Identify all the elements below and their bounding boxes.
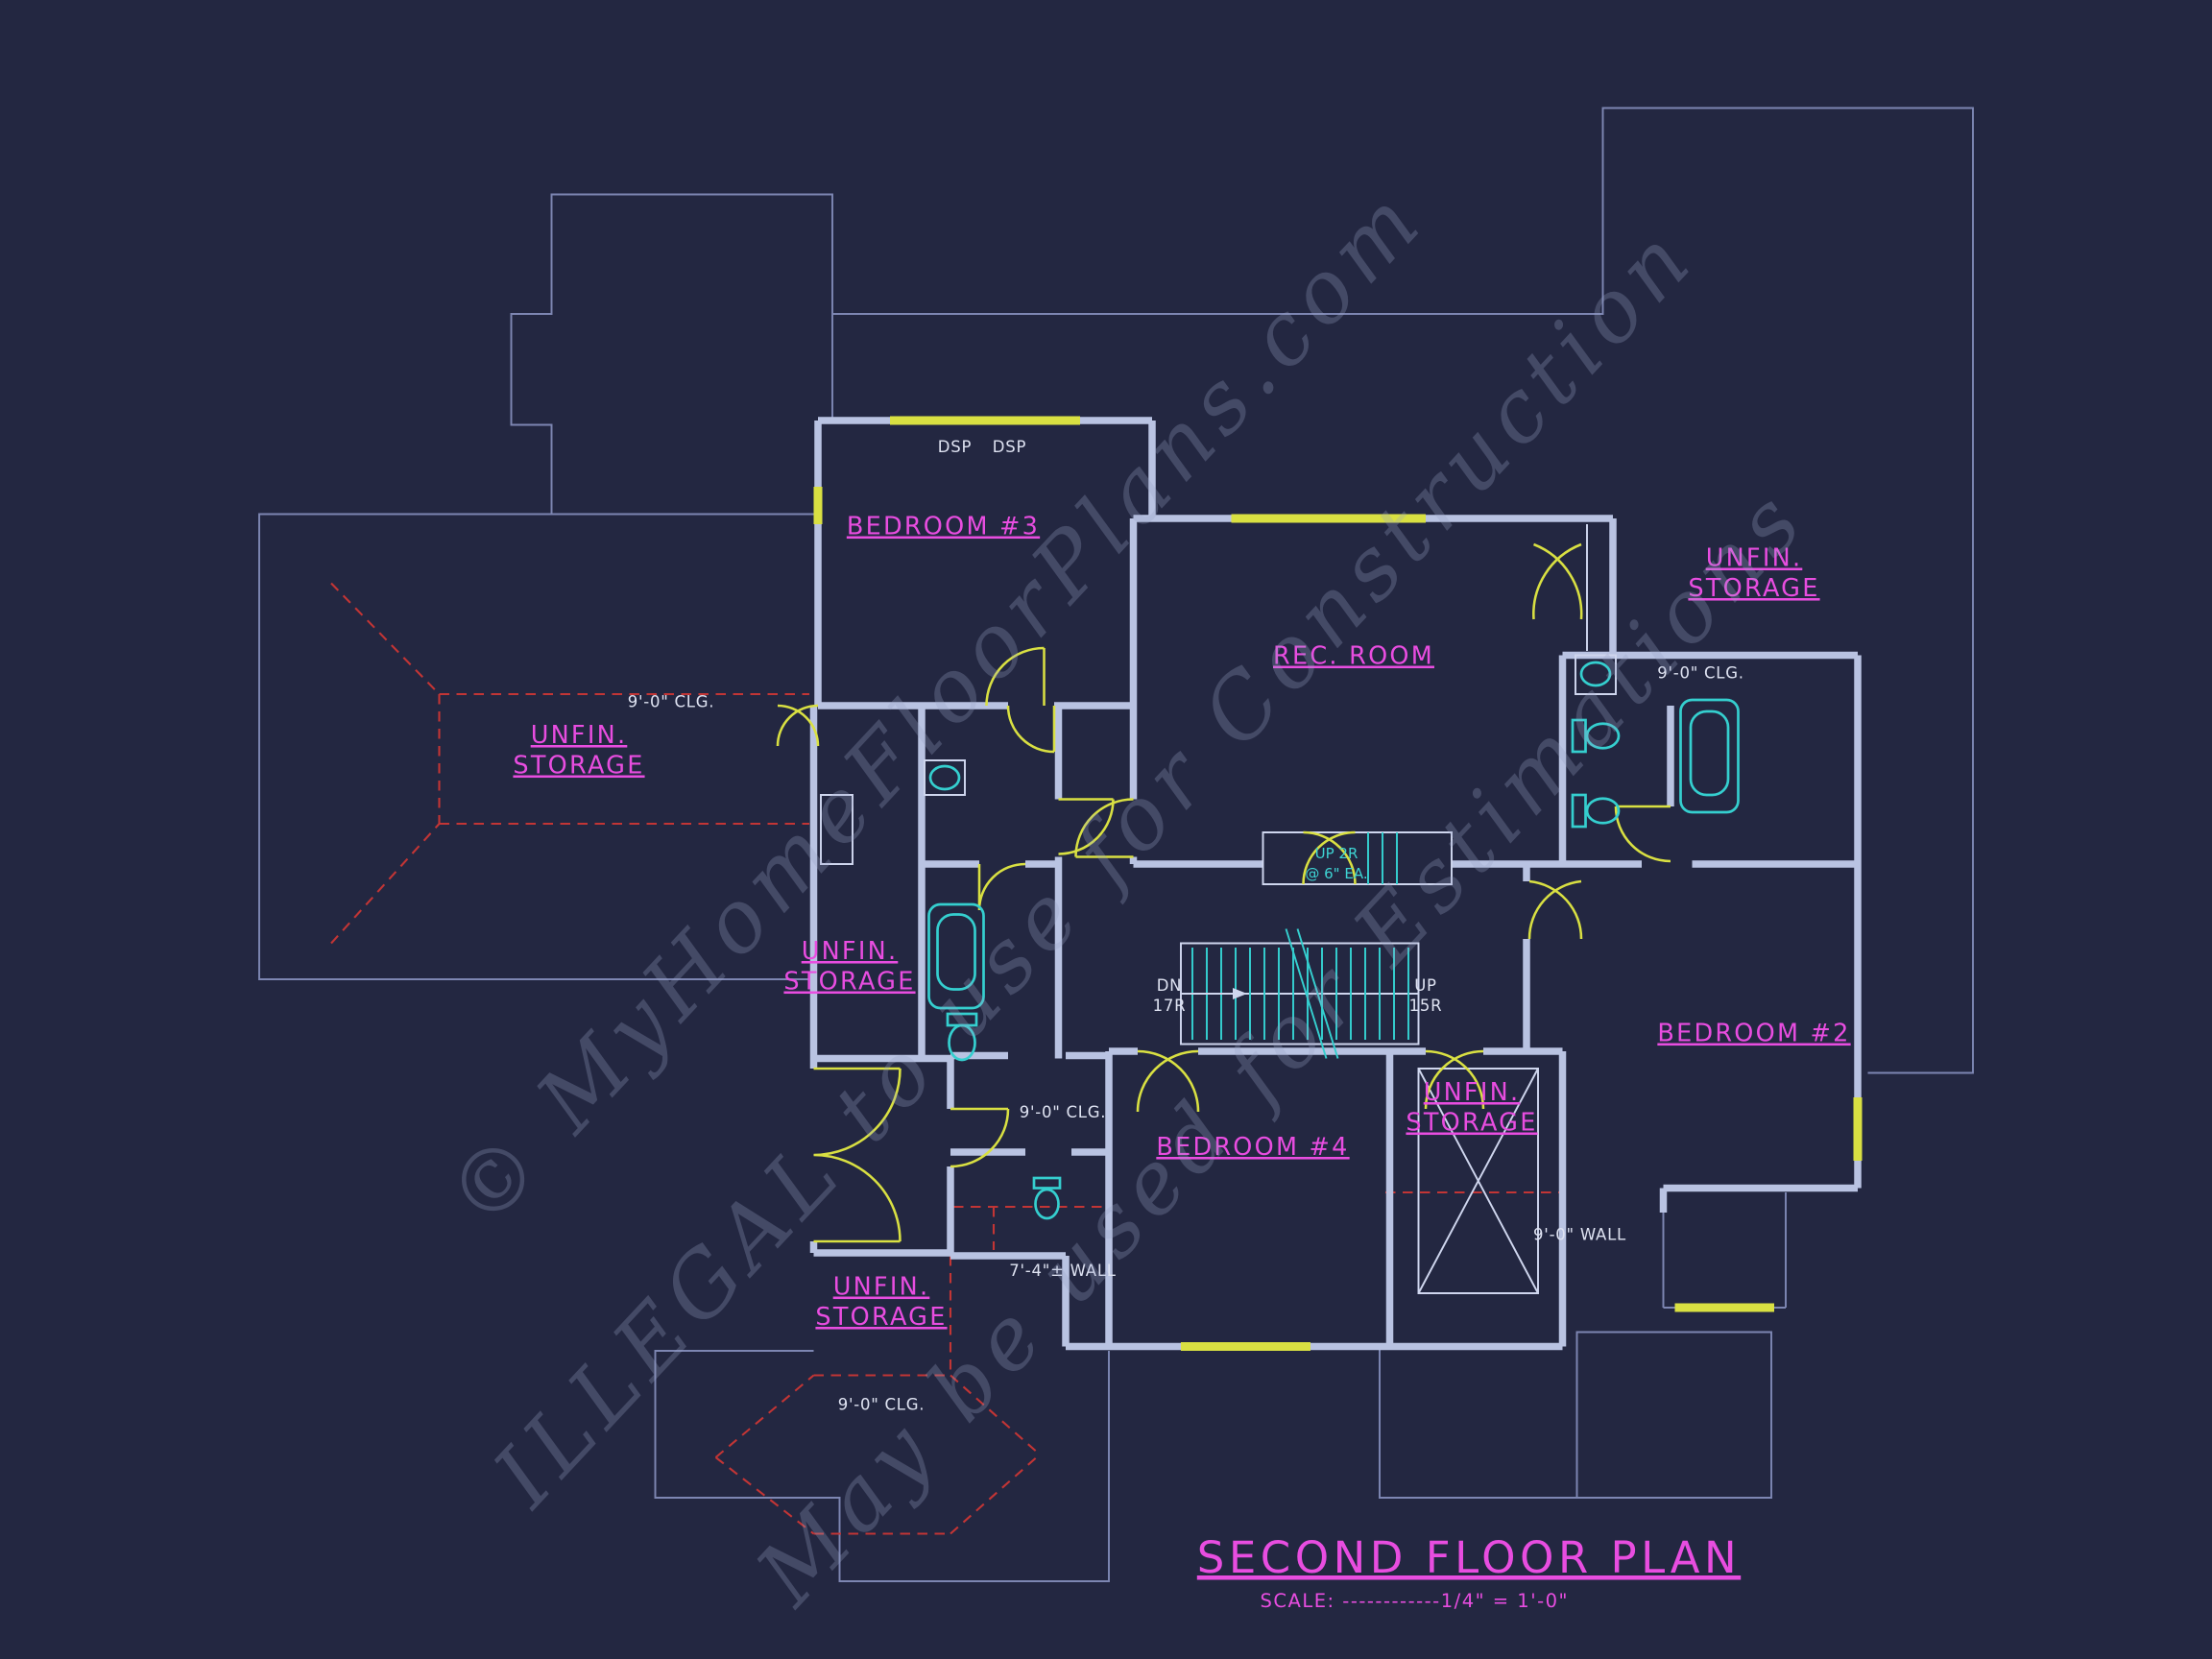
door-corridor bbox=[1058, 798, 1115, 855]
door-entry-double bbox=[813, 1067, 902, 1243]
annot-wall-9: 9'-0" WALL bbox=[1533, 1226, 1626, 1244]
door-rec-left bbox=[1074, 798, 1134, 858]
annot-stairs-17r: 17R bbox=[1153, 997, 1187, 1015]
annotations: DSP DSP 9'-0" CLG. 9'-0" CLG. 9'-0" CLG.… bbox=[628, 438, 1744, 1414]
outline-bottom-left bbox=[654, 1350, 1110, 1582]
label-storage-tr-1: UNFIN. bbox=[1706, 544, 1803, 573]
fixtures bbox=[927, 661, 1740, 1220]
toilet-bowl bbox=[1585, 722, 1621, 750]
door-bedroom2-x bbox=[1527, 879, 1583, 940]
label-rec-room: REC. ROOM bbox=[1273, 642, 1434, 671]
label-storage-x-2: STORAGE bbox=[1406, 1109, 1537, 1138]
closet-partition bbox=[820, 524, 1617, 865]
toilet-bowl bbox=[1034, 1188, 1060, 1220]
hip-lines-left-storage bbox=[330, 582, 809, 945]
windows bbox=[813, 416, 1863, 1351]
title-block: SECOND FLOOR PLAN SCALE: ------------1/4… bbox=[1197, 1532, 1741, 1612]
door-bedroom4-x bbox=[1136, 1049, 1200, 1113]
label-bedroom4: BEDROOM #4 bbox=[1156, 1133, 1349, 1162]
bathtub-basin bbox=[1689, 709, 1730, 797]
label-storage-bl-1: UNFIN. bbox=[833, 1273, 930, 1302]
plan-scale: SCALE: ------------1/4" = 1'-0" bbox=[1261, 1590, 1570, 1612]
toilet-wc bbox=[1032, 1176, 1062, 1220]
label-storage-x-1: UNFIN. bbox=[1424, 1078, 1521, 1107]
label-storage-tr-2: STORAGE bbox=[1688, 574, 1819, 603]
storage-x-box bbox=[1417, 1068, 1539, 1294]
outline-bed2-porch bbox=[1662, 1192, 1787, 1309]
annot-dsp-1: DSP bbox=[938, 438, 972, 456]
door-entry-right bbox=[950, 1107, 1010, 1168]
bathtub-outline bbox=[1679, 698, 1740, 814]
toilet-bowl bbox=[1585, 797, 1621, 825]
label-bedroom3: BEDROOM #3 bbox=[847, 513, 1040, 541]
annot-wall-74: 7'-4"± WALL bbox=[1009, 1262, 1117, 1280]
annot-stairs-dn: DN bbox=[1157, 976, 1183, 995]
plan-title: SECOND FLOOR PLAN bbox=[1197, 1532, 1741, 1583]
dashed-misc bbox=[953, 1190, 1563, 1250]
toilet-center bbox=[946, 1012, 978, 1062]
label-storage-mid-1: UNFIN. bbox=[802, 937, 899, 966]
sink-right bbox=[1579, 661, 1612, 687]
stair-break-line bbox=[1285, 928, 1339, 1059]
doors bbox=[776, 542, 1671, 1243]
label-storage-bl-2: STORAGE bbox=[815, 1303, 947, 1332]
bathtub-basin bbox=[936, 913, 976, 991]
footprint-outline bbox=[258, 107, 1974, 1582]
roof-dashed-lines bbox=[330, 582, 1563, 1535]
annot-up2r: UP 2R bbox=[1315, 845, 1358, 862]
label-bedroom2: BEDROOM #2 bbox=[1657, 1020, 1850, 1048]
label-storage-left-2: STORAGE bbox=[513, 752, 644, 781]
toilet-tank bbox=[1571, 718, 1587, 754]
watermark: © MyHomeFloorPlans.com ILLEGAL to use fo… bbox=[428, 168, 1826, 1626]
annot-clg-bed4: 9'-0" CLG. bbox=[1020, 1103, 1107, 1121]
toilet-tank bbox=[1571, 793, 1587, 829]
annot-dsp-2: DSP bbox=[993, 438, 1026, 456]
bathtub-center bbox=[927, 902, 985, 1010]
door-bedroom3-x bbox=[776, 704, 820, 747]
landing-treads bbox=[1367, 832, 1398, 884]
annot-stairs-15r: 15R bbox=[1409, 997, 1443, 1015]
door-bath-top bbox=[1006, 705, 1056, 754]
outline-top-left bbox=[258, 193, 833, 980]
landing-enclosure bbox=[1262, 831, 1453, 885]
toilet-tank bbox=[1032, 1176, 1062, 1190]
stairs-landing bbox=[1367, 832, 1398, 884]
label-storage-left-1: UNFIN. bbox=[531, 721, 628, 750]
wall-segments bbox=[809, 417, 1862, 1351]
label-storage-mid-2: STORAGE bbox=[783, 968, 915, 997]
outline-bottom-right bbox=[1379, 1331, 1772, 1499]
toilet-right-1 bbox=[1571, 718, 1621, 754]
door-rec-closet-x bbox=[1532, 542, 1583, 620]
room-labels: BEDROOM #3 REC. ROOM BEDROOM #2 BEDROOM … bbox=[513, 513, 1850, 1333]
annot-clg-right: 9'-0" CLG. bbox=[1657, 664, 1744, 683]
annot-ea6: @ 6" EA. bbox=[1305, 865, 1367, 882]
door-storage-x bbox=[1424, 1049, 1485, 1110]
walls bbox=[809, 417, 1862, 1351]
toilet-bowl bbox=[948, 1023, 976, 1062]
annot-clg-left: 9'-0" CLG. bbox=[628, 693, 715, 711]
sink-center bbox=[928, 764, 961, 791]
door-hall-top bbox=[985, 646, 1046, 707]
door-bath-mid bbox=[977, 862, 1026, 911]
toilet-right-2 bbox=[1571, 793, 1621, 829]
door-landing-x bbox=[1302, 830, 1357, 885]
bathtub-right bbox=[1679, 698, 1740, 814]
bathtub-outline bbox=[927, 902, 985, 1010]
hip-lines-bottom-storage bbox=[714, 1256, 1041, 1535]
stair-arrow-head bbox=[1233, 988, 1247, 999]
outline-top-right bbox=[832, 107, 1974, 1074]
annot-stairs-up: UP bbox=[1414, 976, 1437, 995]
window-bands bbox=[813, 416, 1863, 1351]
annot-clg-bottom: 9'-0" CLG. bbox=[838, 1396, 926, 1414]
stairs-main bbox=[1190, 928, 1409, 1059]
door-bath-right bbox=[1614, 805, 1671, 863]
